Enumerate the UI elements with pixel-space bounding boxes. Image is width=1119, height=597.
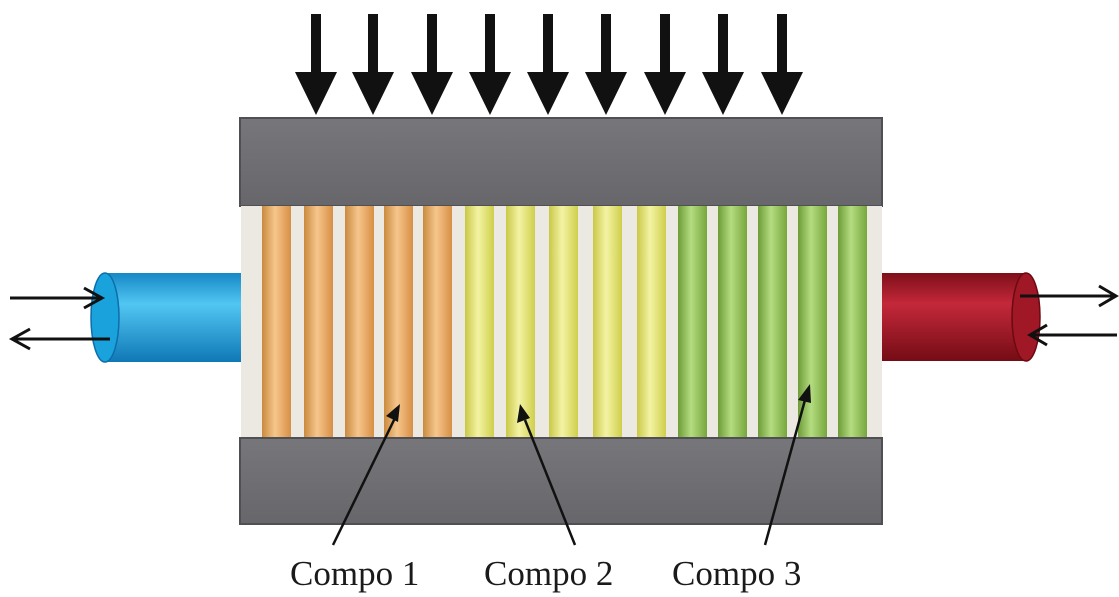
tube: [637, 206, 666, 438]
down-arrow-icon: [469, 14, 511, 115]
compo-1-tubes: [262, 206, 452, 438]
tube: [718, 206, 747, 438]
tube: [798, 206, 827, 438]
tube: [423, 206, 452, 438]
tube: [465, 206, 494, 438]
label-compo-1: Compo 1: [290, 554, 419, 593]
pressure-arrows: [295, 14, 803, 115]
tube: [384, 206, 413, 438]
down-arrow-icon: [702, 14, 744, 115]
tube: [549, 206, 578, 438]
tube: [345, 206, 374, 438]
tube: [838, 206, 867, 438]
outlet-pipe: [882, 272, 1041, 362]
down-arrow-icon: [295, 14, 337, 115]
down-arrow-icon: [527, 14, 569, 115]
flow-arrow-icon: [8, 327, 110, 351]
leader-line-compo-3: [763, 384, 811, 546]
compo-3-tubes: [678, 206, 867, 438]
inlet-pipe: [90, 272, 241, 363]
flow-arrow-icon: [10, 286, 106, 310]
tube: [758, 206, 787, 438]
flow-arrow-icon: [1027, 323, 1117, 347]
compo-2-tubes: [465, 206, 666, 438]
flow-arrow-icon: [1020, 284, 1119, 308]
down-arrow-icon: [411, 14, 453, 115]
top-plate: [239, 117, 883, 207]
down-arrow-icon: [585, 14, 627, 115]
leader-line-compo-1: [331, 404, 400, 546]
down-arrow-icon: [761, 14, 803, 115]
down-arrow-icon: [352, 14, 394, 115]
tube: [262, 206, 291, 438]
label-compo-3: Compo 3: [672, 554, 801, 593]
down-arrow-icon: [644, 14, 686, 115]
label-compo-2: Compo 2: [484, 554, 613, 593]
tube: [678, 206, 707, 438]
tube: [304, 206, 333, 438]
leader-line-compo-2: [517, 404, 577, 546]
tube: [593, 206, 622, 438]
tube: [506, 206, 535, 438]
